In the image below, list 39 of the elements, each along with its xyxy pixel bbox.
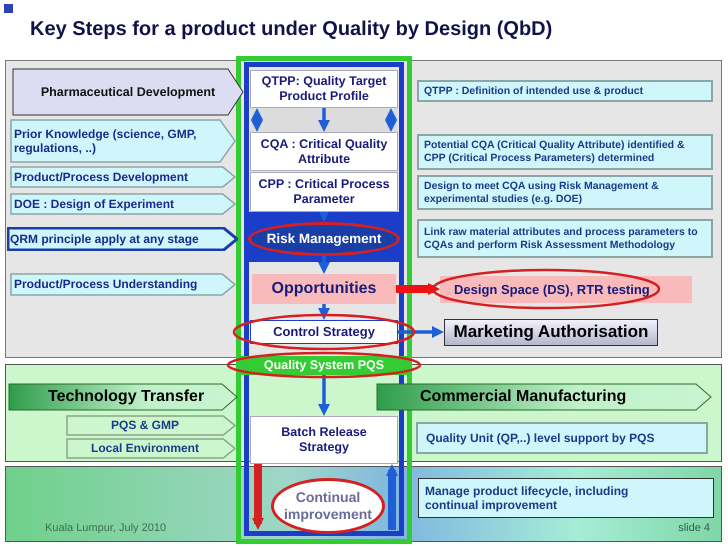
chevron-box: Prior Knowledge (science, GMP, regulations, ..) [10,119,236,163]
process-box: QTPP: Quality Target Product Profile [250,70,398,108]
highlight-box: Opportunities [252,274,396,304]
arrow [318,210,330,222]
arrow [251,108,263,132]
chevron-box: QRM principle apply at any stage [7,227,238,251]
title: Key Steps for a product under Quality by Design (QbD) [30,18,554,42]
highlight-box: Design Space (DS), RTR testing [440,276,692,303]
process-box: CQA : Critical Quality Attribute [250,132,398,171]
process-box: Batch Release Strategy [250,416,398,464]
arrow [386,464,398,530]
chevron-box: Product/Process Development [10,166,236,188]
arrow [318,256,330,274]
chevron-banner: Technology Transfer [8,383,238,411]
arrow [398,326,444,338]
info-box: Quality Unit (QP,..) level support by PQS [416,422,708,454]
info-box: Potential CQA (Critical Quality Attribute) identified & CPP (Critical Process Parameters) determined [417,134,713,170]
arrow [252,464,264,530]
arrow [385,108,397,132]
footer-text: slide 4 [677,522,710,536]
info-box: Design to meet CQA using Risk Management & experimental studies (e.g. DOE) [417,175,713,210]
result-box: Marketing Authorisation [444,319,658,346]
info-box: Manage product lifecycle, including continual improvement [418,478,714,518]
chevron-banner: Commercial Manufacturing [376,383,712,411]
chevron-box: Local Environment [66,438,236,459]
info-box: QTPP : Definition of intended use & product [417,80,713,102]
arrow [318,108,330,132]
footer-text: Kuala Lumpur, July 2010 [45,522,168,536]
process-box: Control Strategy [250,320,398,344]
arrow [396,283,440,295]
chevron-box: Product/Process Understanding [10,273,236,296]
chevron-box: PQS & GMP [66,415,236,436]
chevron-banner: Pharmaceutical Development [12,68,244,116]
arrow [318,304,330,320]
process-box: CPP : Critical Process Parameter [250,172,398,212]
chevron-box: DOE : Design of Experiment [10,193,236,215]
arrow [318,375,330,416]
info-box: Link raw material attributes and process parameters to CQAs and perform Risk Assessment Methodology [417,219,713,258]
band-header: Quality System PQS [241,356,407,375]
